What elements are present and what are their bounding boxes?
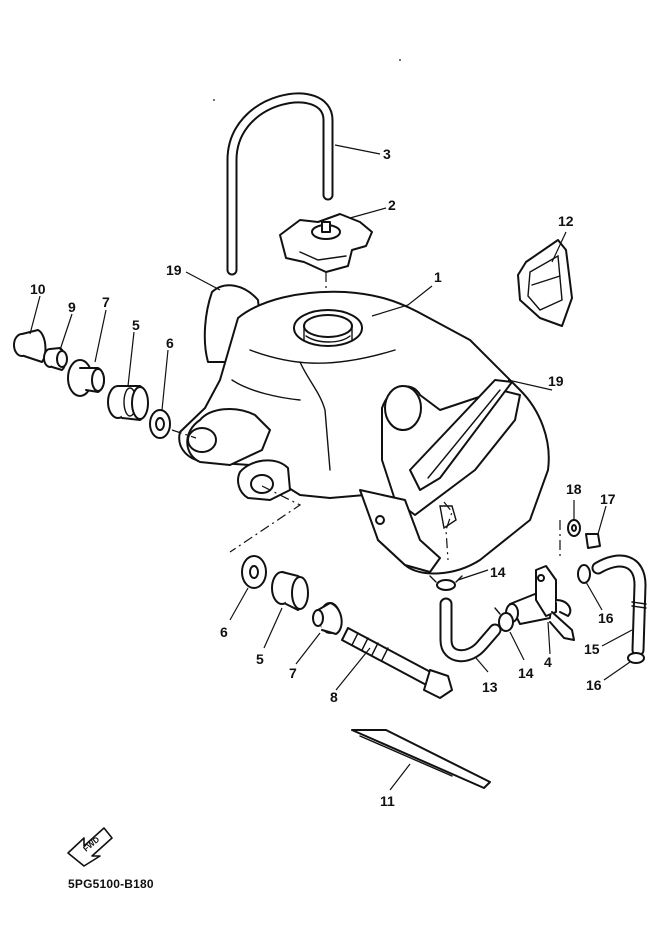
callout-5-lower: 5 (256, 651, 264, 667)
forward-direction-icon: FWD (67, 827, 113, 867)
callout-8: 8 (330, 689, 338, 705)
o-ring (567, 519, 581, 537)
washer-lower (241, 555, 267, 589)
breather-hose (226, 92, 334, 276)
fuel-cap (279, 213, 373, 273)
fuel-cock (505, 565, 575, 641)
collar-flanged-left (67, 359, 105, 397)
callout-19-right: 19 (548, 373, 564, 389)
front-mount-axis-left (171, 429, 197, 439)
stray-mark (399, 59, 401, 61)
callout-6-lower: 6 (220, 624, 228, 640)
stray-mark (213, 99, 215, 101)
reference-code: 5PG5100-B180 (68, 877, 154, 891)
callout-4: 4 (544, 654, 552, 670)
callout-6-left: 6 (166, 335, 174, 351)
callouts: 1 2 3 4 5 5 6 6 7 7 8 9 10 11 12 13 14 1… (30, 146, 616, 809)
fuel-hose (439, 597, 502, 663)
clamp-upper (429, 575, 463, 591)
callout-2: 2 (388, 197, 396, 213)
callout-11: 11 (380, 793, 395, 809)
callout-1: 1 (434, 269, 442, 285)
fuel-outlet-nipple (439, 505, 457, 530)
collar-small (43, 347, 68, 371)
fuel-outlet-axis (443, 501, 453, 561)
callout-13: 13 (482, 679, 498, 695)
callout-12: 12 (558, 213, 574, 229)
cock-screw (585, 533, 601, 549)
damper-cap (13, 329, 47, 363)
callout-16-lower: 16 (586, 677, 602, 693)
callout-17: 17 (600, 491, 616, 507)
fuel-tank (178, 284, 550, 575)
callout-10: 10 (30, 281, 46, 297)
leader-lines (29, 144, 633, 791)
protector-plate (351, 729, 491, 789)
callout-19-left: 19 (166, 262, 182, 278)
front-mount-axis-right (229, 485, 302, 553)
clamp-overflow-upper (577, 564, 591, 584)
callout-14-lower: 14 (518, 665, 534, 681)
clamp-overflow-lower (627, 652, 645, 664)
callout-7-lower: 7 (289, 665, 297, 681)
washer-left (149, 409, 171, 439)
callout-3: 3 (383, 146, 391, 162)
callout-18: 18 (566, 481, 582, 497)
callout-16-upper: 16 (598, 610, 614, 626)
bolt (341, 627, 453, 699)
callout-14-upper: 14 (490, 564, 506, 580)
callout-5-left: 5 (132, 317, 140, 333)
overflow-hose (591, 554, 647, 657)
damper-lower (271, 571, 309, 611)
collar-flanged-lower (312, 602, 343, 635)
callout-9: 9 (68, 299, 76, 315)
callout-15: 15 (584, 641, 600, 657)
callout-7-left: 7 (102, 294, 110, 310)
damper-left (107, 385, 149, 421)
gasket (517, 239, 573, 327)
clamp-lower (494, 607, 514, 632)
